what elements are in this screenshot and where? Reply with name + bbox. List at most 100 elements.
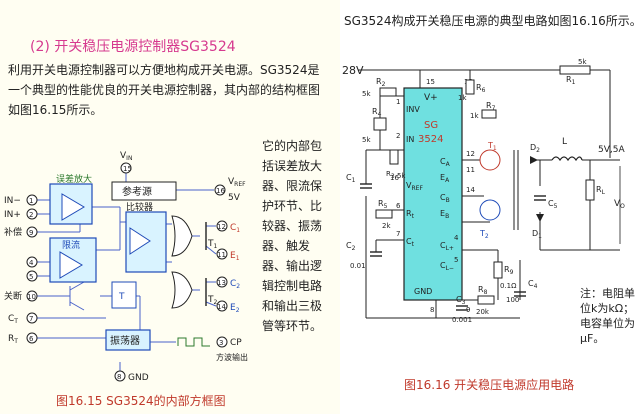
svg-text:3524: 3524: [418, 134, 443, 145]
svg-text:13: 13: [217, 279, 226, 287]
svg-text:15: 15: [426, 78, 435, 86]
vref-label: VREF: [228, 177, 246, 188]
svg-text:5k: 5k: [362, 90, 371, 98]
comparator-label: 比较器: [126, 201, 153, 213]
svg-text:12: 12: [466, 150, 475, 158]
r6-label: R6: [476, 83, 486, 94]
svg-text:0.01: 0.01: [350, 262, 366, 270]
svg-text:2: 2: [29, 211, 33, 219]
svg-text:14: 14: [466, 186, 475, 194]
intro-paragraph: 利用开关电源控制器可以方便地构成开关电源。SG3524是一个典型的性能优良的开关…: [8, 63, 321, 117]
block-diagram: 误差放大 限流 参考源 VIN 15 16 VREF 5V 比较器 T T1 T…: [4, 151, 248, 383]
svg-text:14: 14: [217, 303, 226, 311]
svg-text:关断: 关断: [4, 290, 22, 302]
current-limit-label: 限流: [62, 239, 80, 251]
error-amp-label: 误差放大: [56, 173, 92, 185]
e1-label: E1: [230, 251, 240, 262]
vin-label: VIN: [120, 151, 132, 162]
oscillator-label: 振荡器: [110, 334, 140, 347]
circuit-title: SG3524构成开关稳压电源的典型电路如图16.16所示。: [344, 14, 640, 28]
chip-rt: Rt: [406, 209, 415, 220]
chip-ca: CA: [440, 157, 451, 168]
r8-label: R8: [478, 285, 488, 296]
svg-text:4: 4: [454, 234, 459, 242]
svg-text:20k: 20k: [476, 308, 490, 316]
rt-label: RT: [8, 334, 18, 345]
svg-text:1: 1: [29, 197, 33, 205]
chip-cb: CB: [440, 193, 450, 204]
svg-text:8: 8: [430, 306, 434, 314]
svg-text:6: 6: [29, 335, 34, 343]
rl-label: RL: [596, 185, 606, 196]
application-circuit: SG 3524 V+ INV IN VREF Rt Ct CA EA CB EB…: [342, 58, 625, 324]
c5-label: C5: [548, 199, 558, 210]
svg-text:SG: SG: [424, 120, 438, 131]
chip-cl-plus: CL+: [440, 241, 454, 252]
svg-text:IN: IN: [406, 135, 414, 144]
chip-eb: EB: [440, 209, 449, 220]
sg3524-chip: [403, 87, 463, 301]
vo-label: VO: [614, 199, 625, 210]
chip-ct: Ct: [406, 237, 415, 248]
svg-text:10: 10: [27, 293, 36, 301]
t1-circuit-label: T1: [487, 141, 497, 152]
svg-text:T: T: [118, 292, 125, 302]
figure-caption-left: 图16.15 SG3524的内部方框图: [56, 394, 226, 408]
svg-text:IN−: IN−: [4, 196, 21, 206]
svg-text:0.001: 0.001: [452, 316, 472, 324]
inductor-label: L: [562, 137, 567, 147]
c1-label: C1: [346, 173, 356, 184]
svg-text:3: 3: [219, 339, 223, 347]
side-description: 它的内部包括误差放大器、限流保护环节、比较器、振荡器、触发器、输出逻辑控制电路和…: [262, 139, 323, 333]
svg-text:7: 7: [396, 230, 400, 238]
svg-text:15: 15: [123, 165, 132, 173]
svg-text:9: 9: [29, 229, 33, 237]
svg-text:5: 5: [29, 273, 33, 281]
svg-text:CP: CP: [230, 338, 242, 348]
chip-ea: EA: [440, 173, 450, 184]
svg-text:4: 4: [29, 259, 34, 267]
svg-text:1k: 1k: [470, 112, 479, 120]
svg-text:1: 1: [396, 98, 400, 106]
r2-label: R2: [376, 77, 386, 88]
e2-label: E2: [230, 303, 240, 314]
r4-label: R4: [372, 107, 382, 118]
svg-text:9: 9: [466, 306, 470, 314]
c1-label: C1: [230, 223, 240, 234]
c2-label: C2: [346, 241, 356, 252]
svg-text:16: 16: [216, 187, 225, 195]
svg-text:5k: 5k: [362, 136, 371, 144]
svg-text:8: 8: [117, 373, 121, 381]
svg-text:7: 7: [29, 315, 33, 323]
svg-text:IN+: IN+: [4, 210, 21, 220]
section-heading: (2) 开关稳压电源控制器SG3524: [30, 39, 236, 55]
output-label: 5V,5A: [598, 145, 625, 155]
r5-label: R5: [378, 199, 388, 210]
c3-label: C3: [456, 295, 466, 306]
svg-text:INV: INV: [406, 105, 420, 114]
r7-label: R7: [486, 101, 496, 112]
svg-text:V+: V+: [424, 93, 438, 103]
d2-label: D2: [530, 143, 540, 154]
svg-text:方波输出: 方波输出: [216, 352, 248, 362]
t1-label: T1: [207, 239, 218, 250]
d1-label: D1: [532, 229, 542, 240]
ct-label: CT: [8, 314, 18, 325]
svg-text:6: 6: [396, 202, 401, 210]
svg-text:16: 16: [390, 174, 399, 182]
chip-cl-minus: CL−: [440, 261, 454, 272]
svg-text:11: 11: [466, 166, 475, 174]
svg-text:5: 5: [454, 256, 458, 264]
svg-text:1k: 1k: [458, 94, 467, 102]
supply-label: 28V: [342, 64, 364, 77]
svg-text:GND: GND: [128, 373, 149, 383]
c4-label: C4: [528, 279, 538, 290]
svg-text:12: 12: [217, 223, 226, 231]
svg-text:0.1Ω: 0.1Ω: [500, 282, 517, 290]
svg-text:GND: GND: [414, 287, 432, 296]
svg-text:11: 11: [217, 251, 226, 259]
reference-label: 参考源: [122, 185, 152, 198]
svg-text:5V: 5V: [228, 193, 241, 203]
svg-text:2k: 2k: [382, 222, 391, 230]
svg-text:补偿: 补偿: [4, 226, 22, 238]
